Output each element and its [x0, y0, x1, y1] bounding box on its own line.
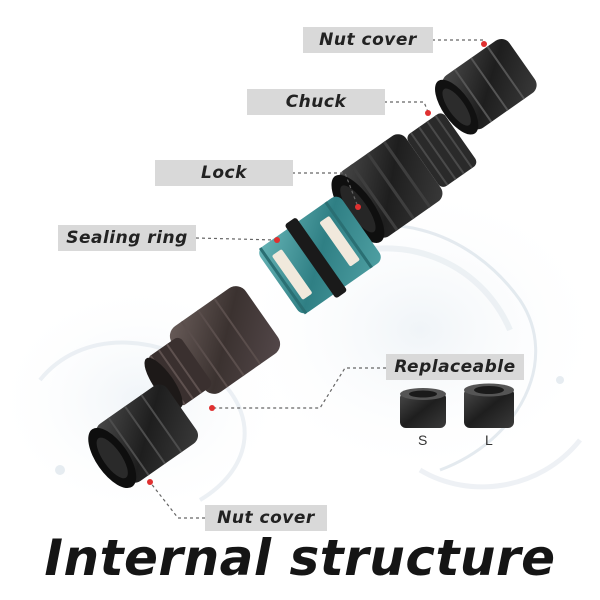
label-sealing-ring: Sealing ring [58, 225, 196, 251]
ring-large [464, 383, 514, 428]
ring-size-small-label: S [418, 432, 428, 448]
label-replaceable: Replaceable [386, 354, 524, 380]
label-chuck: Chuck [247, 89, 385, 115]
label-nut-cover-top: Nut cover [303, 27, 433, 53]
label-lock: Lock [155, 160, 293, 186]
housing-part [144, 286, 281, 409]
sealing-ring-part [285, 218, 347, 298]
page-title: Internal structure [44, 529, 556, 587]
ring-size-large-label: L [485, 432, 493, 448]
top-nut-cover-part [435, 38, 537, 135]
ring-small [400, 388, 446, 428]
bottom-nut-cover-part [88, 384, 199, 489]
callout-dots [147, 41, 487, 485]
lock-part [258, 196, 381, 315]
label-nut-cover-bottom: Nut cover [205, 505, 327, 531]
